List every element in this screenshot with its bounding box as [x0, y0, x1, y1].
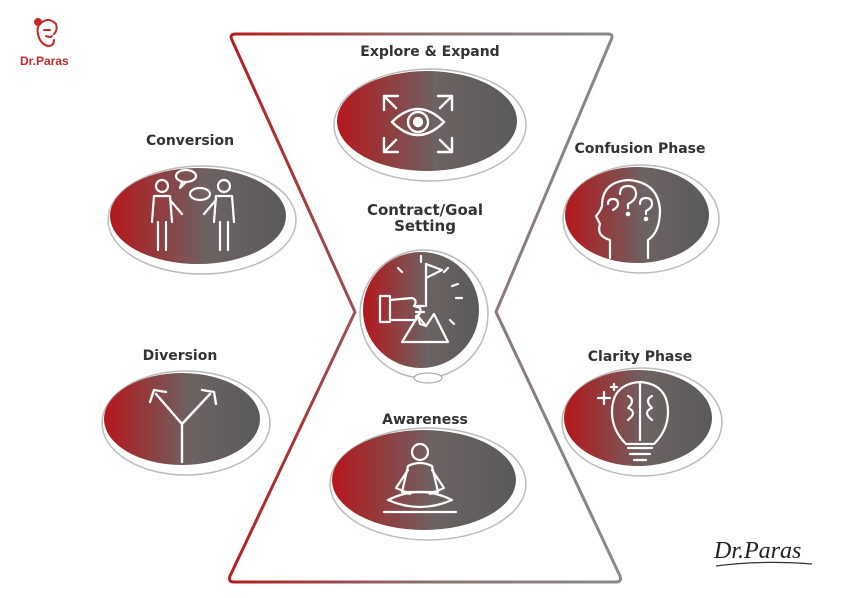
hourglass-outline [228, 32, 622, 584]
meditation-icon [382, 442, 458, 514]
node-label-diversion: Diversion [142, 348, 218, 364]
brand-logo-mark [34, 18, 58, 48]
node-label-confusion: Confusion Phase [574, 141, 706, 157]
center-label-line2: Setting [394, 217, 456, 235]
node-label-explore: Explore & Expand [360, 44, 500, 60]
center-label-line1: Contract/Goal [366, 201, 484, 219]
signature: Dr.Paras [714, 538, 802, 564]
stone-confusion [562, 164, 720, 274]
stone-conversion [107, 165, 297, 275]
node-label-clarity: Clarity Phase [587, 349, 693, 365]
eye-expand-icon [382, 94, 454, 154]
center-label: Contract/Goal Setting [330, 202, 520, 234]
stone-diversion [101, 370, 271, 476]
flag-mountain-hand-icon [378, 254, 464, 344]
brain-bulb-icon [596, 380, 670, 462]
head-question-icon [594, 178, 662, 260]
node-label-awareness: Awareness [382, 412, 468, 428]
signature-flourish [715, 561, 813, 567]
stone-explore [333, 68, 527, 182]
split-arrows-icon [148, 388, 218, 464]
two-people-talking-icon [150, 168, 236, 252]
brand-logo-text: Dr.Paras [20, 54, 69, 68]
stone-awareness [329, 427, 527, 541]
node-label-conversion: Conversion [145, 133, 235, 149]
stone-clarity [561, 367, 723, 477]
